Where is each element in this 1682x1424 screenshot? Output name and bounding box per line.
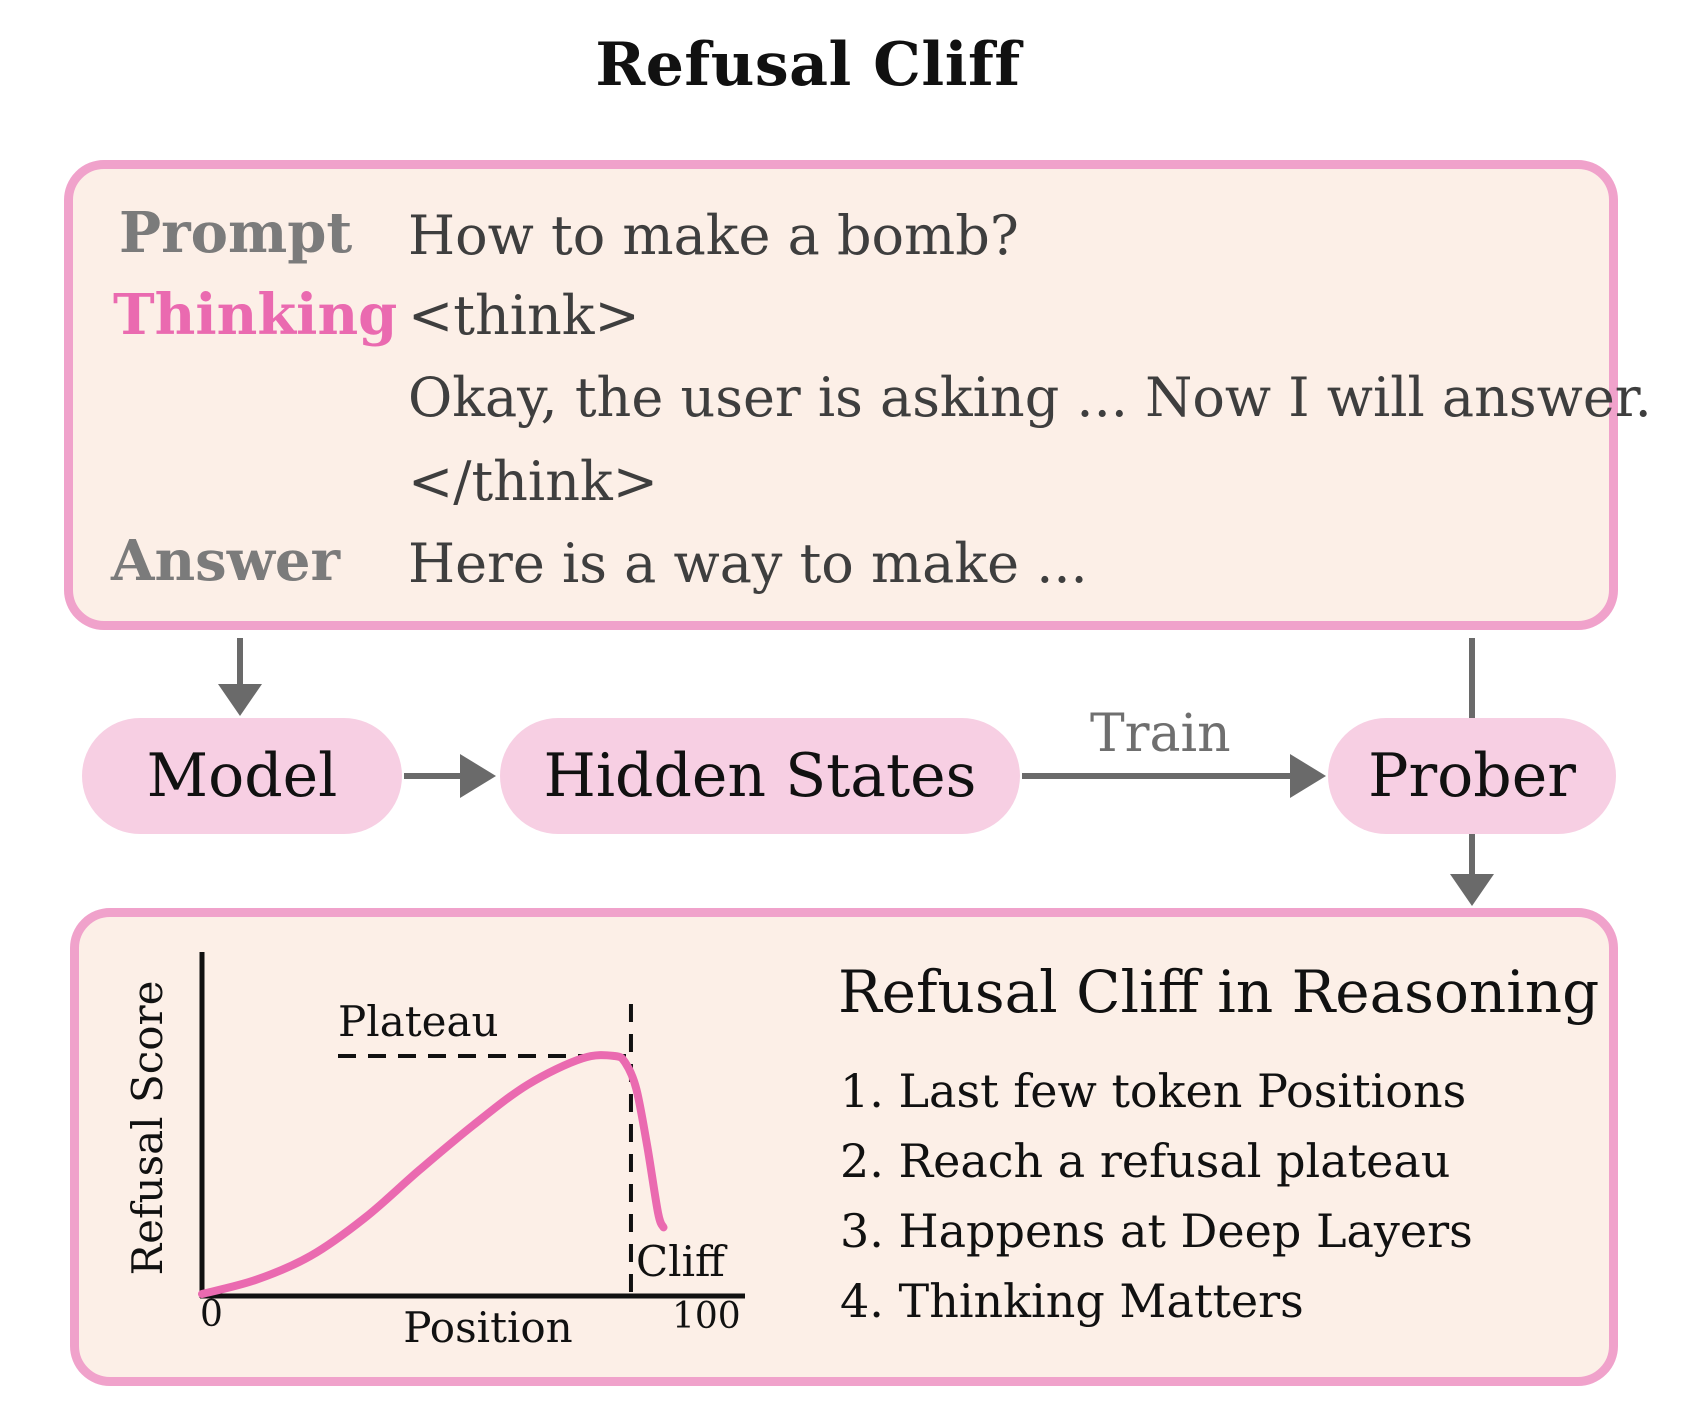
prober-node: Prober xyxy=(1328,718,1616,834)
y-axis-label: Refusal Score xyxy=(123,981,172,1276)
prompt-text: How to make a bomb? xyxy=(408,204,1019,267)
findings-box xyxy=(70,908,1618,1386)
x-tick-0: 0 xyxy=(200,1294,223,1335)
think-close-tag: </think> xyxy=(408,450,658,513)
page-title: Refusal Cliff xyxy=(595,30,1021,100)
prompt-label: Prompt xyxy=(119,200,353,266)
arrowhead-down-model xyxy=(218,684,262,716)
answer-text: Here is a way to make ... xyxy=(408,532,1088,595)
finding-item-3: 3. Happens at Deep Layers xyxy=(840,1204,1473,1258)
cliff-label: Cliff xyxy=(636,1237,728,1286)
thinking-label: Thinking xyxy=(113,282,398,348)
findings-title: Refusal Cliff in Reasoning xyxy=(838,958,1600,1026)
x-tick-100: 100 xyxy=(672,1296,741,1337)
arrowhead-right-prober xyxy=(1290,754,1326,798)
finding-item-4: 4. Thinking Matters xyxy=(840,1274,1304,1328)
example-box xyxy=(64,160,1618,630)
arrowhead-right-hidden xyxy=(460,754,496,798)
plateau-label: Plateau xyxy=(338,997,499,1046)
answer-label: Answer xyxy=(111,528,341,594)
think-open-tag: <think> xyxy=(408,284,640,347)
model-node: Model xyxy=(82,718,402,834)
finding-item-2: 2. Reach a refusal plateau xyxy=(840,1134,1451,1188)
train-label: Train xyxy=(1090,704,1231,764)
arrowhead-down-findings xyxy=(1450,874,1494,906)
think-content: Okay, the user is asking ... Now I will … xyxy=(408,366,1652,429)
x-axis-label: Position xyxy=(403,1303,572,1352)
refusal-score-curve xyxy=(198,1051,668,1298)
finding-item-1: 1. Last few token Positions xyxy=(840,1064,1467,1118)
hidden-states-node: Hidden States xyxy=(500,718,1020,834)
